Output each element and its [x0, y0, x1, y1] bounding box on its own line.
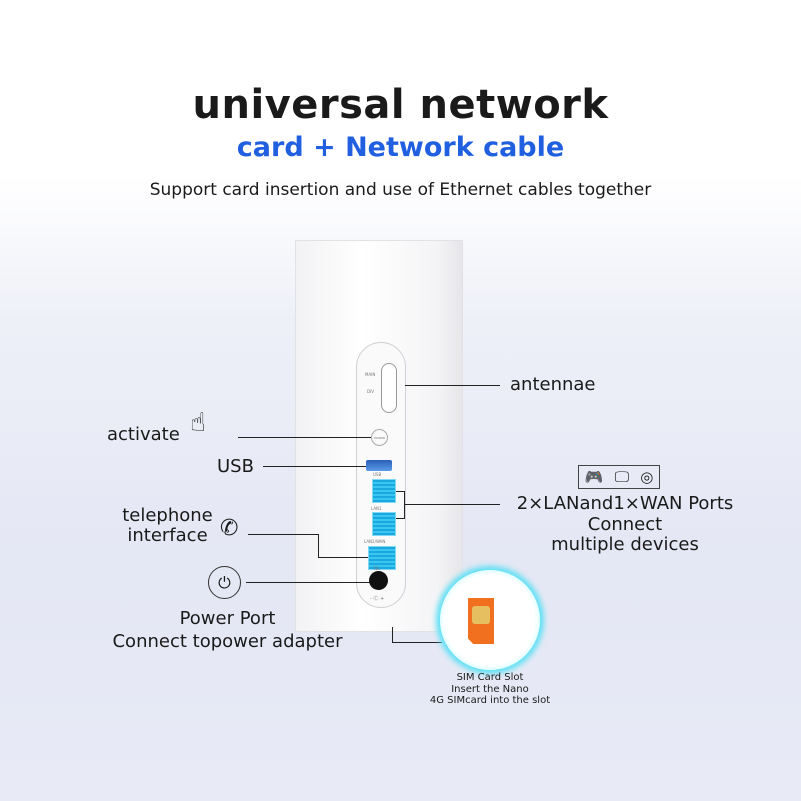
- div-label: DIV: [367, 389, 374, 394]
- sim-label: SIM Card Slot Insert the Nano 4G SIMcard…: [400, 672, 580, 707]
- tel-label: TEL: [373, 566, 381, 571]
- sim-line1: SIM Card Slot: [456, 672, 524, 683]
- sim-chip: [472, 606, 490, 624]
- ports-line: [404, 491, 405, 519]
- tel-port: [368, 546, 396, 570]
- headline-accent: card + Network cable: [236, 132, 565, 163]
- antennae-label: antennae: [510, 374, 596, 395]
- lan1-label: LAN1: [371, 506, 382, 511]
- activate-label: activate: [107, 424, 180, 445]
- power-label: Power Port Connect topower adapter: [80, 607, 375, 653]
- dc-jack: [369, 571, 388, 590]
- antennae-line: [405, 385, 500, 386]
- lan2-wan-port: [372, 512, 396, 536]
- sim-line: [392, 642, 442, 643]
- sim-line: [392, 627, 393, 643]
- tel-line: [318, 557, 368, 558]
- ports-line2: Connect: [587, 514, 663, 535]
- ports-line1: 2×LANand1×WAN Ports: [516, 493, 734, 514]
- sim-line3: 4G SIMcard into the slot: [429, 695, 551, 706]
- sim-line2: Insert the Nano: [451, 683, 529, 695]
- ports-line3: multiple devices: [551, 534, 699, 555]
- plug-icon: ⏻: [208, 566, 241, 599]
- dc-polarity: - Ⓒ +: [370, 596, 385, 602]
- ports-line: [396, 491, 404, 492]
- usb-port-label: USB: [373, 472, 382, 477]
- ports-line: [396, 518, 404, 519]
- main-label: MAIN: [365, 372, 376, 377]
- headline: universal network: [192, 82, 609, 128]
- hand-tap-icon: ☝: [190, 408, 206, 438]
- phone-icon: ✆: [220, 516, 239, 541]
- power-line: [246, 582, 370, 583]
- ports-line: [404, 504, 500, 505]
- tel-line: [318, 534, 319, 557]
- device-icons: 🎮 🖵 ◎: [578, 465, 660, 489]
- usb-label: USB: [217, 456, 254, 477]
- power-line2: Connect topower adapter: [112, 631, 343, 652]
- monitor-icon: 🖵: [614, 468, 630, 486]
- usb-port: [366, 460, 392, 471]
- webcam-icon: ◎: [640, 468, 654, 486]
- telephone-line2: interface: [127, 525, 208, 546]
- power-line1: Power Port: [179, 608, 276, 629]
- gamepad-icon: 🎮: [584, 468, 604, 486]
- lan2-wan-label: LAN2/WAN: [364, 539, 386, 544]
- activate-line: [238, 437, 371, 438]
- tel-line: [248, 534, 318, 535]
- telephone-label: telephone interface: [110, 506, 225, 546]
- ports-label: 2×LANand1×WAN Ports Connect multiple dev…: [490, 493, 760, 555]
- lan1-port: [372, 479, 396, 503]
- usb-line: [263, 466, 366, 467]
- subtitle: Support card insertion and use of Ethern…: [149, 180, 652, 200]
- power-button: POWER: [371, 429, 388, 446]
- antenna-switch: [381, 363, 397, 413]
- telephone-line1: telephone: [122, 505, 213, 526]
